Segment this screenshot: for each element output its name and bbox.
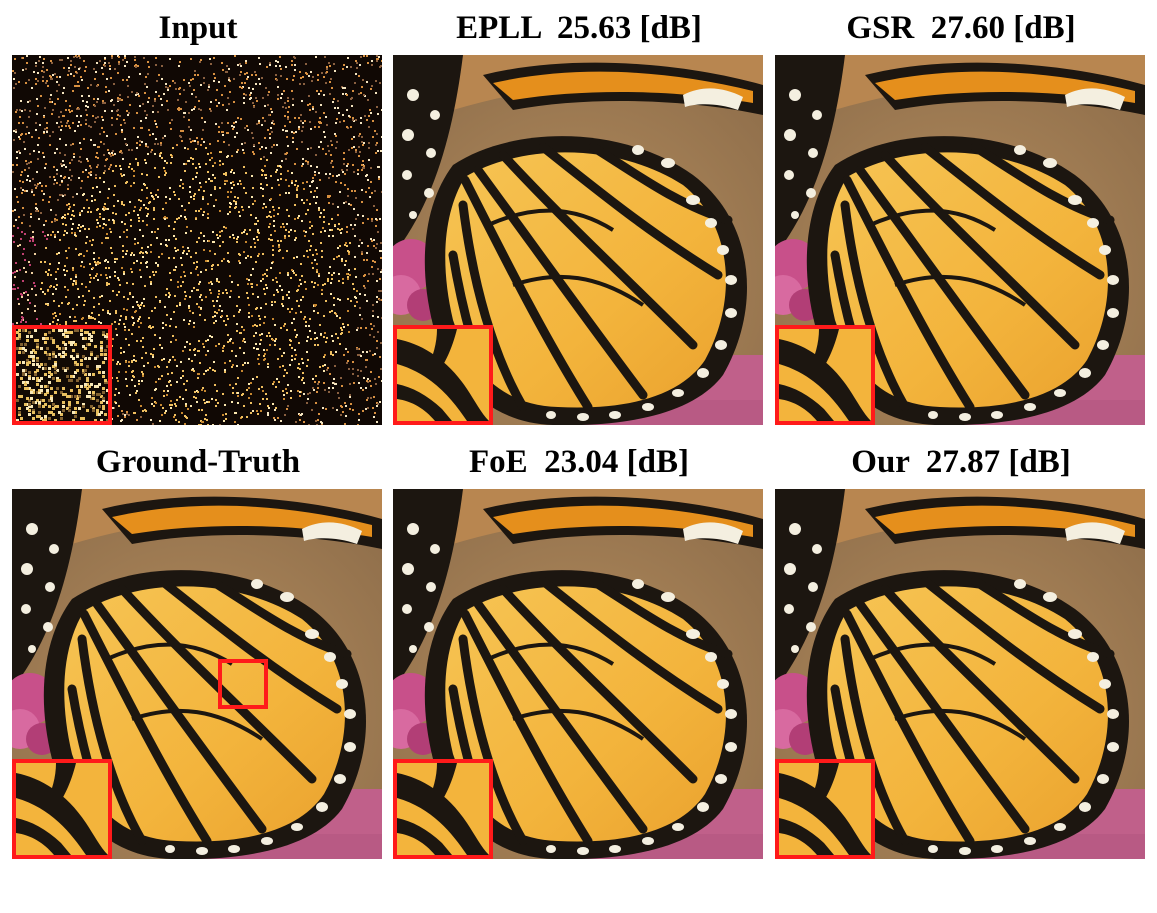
foe-result-image (393, 489, 763, 859)
ground-truth-image (12, 489, 382, 859)
gsr-zoom-inset (775, 325, 875, 425)
panel-title-gsr: GSR 27.60 [dB] (846, 10, 1076, 46)
zoom-region-marker (218, 659, 268, 709)
foe-zoom-inset (393, 759, 493, 859)
panel-title-ground-truth: Ground-Truth (95, 444, 301, 480)
epll-result-image (393, 55, 763, 425)
panel-title-input: Input (158, 10, 238, 46)
gsr-result-image (775, 55, 1145, 425)
epll-zoom-inset (393, 325, 493, 425)
input-zoom-inset (12, 325, 112, 425)
our-result-image (775, 489, 1145, 859)
panel-title-foe: FoE 23.04 [dB] (468, 444, 689, 480)
input-image (12, 55, 382, 425)
our-zoom-inset (775, 759, 875, 859)
panel-title-our: Our 27.87 [dB] (851, 444, 1071, 480)
panel-title-epll: EPLL 25.63 [dB] (456, 10, 702, 46)
gt-zoom-inset (12, 759, 112, 859)
